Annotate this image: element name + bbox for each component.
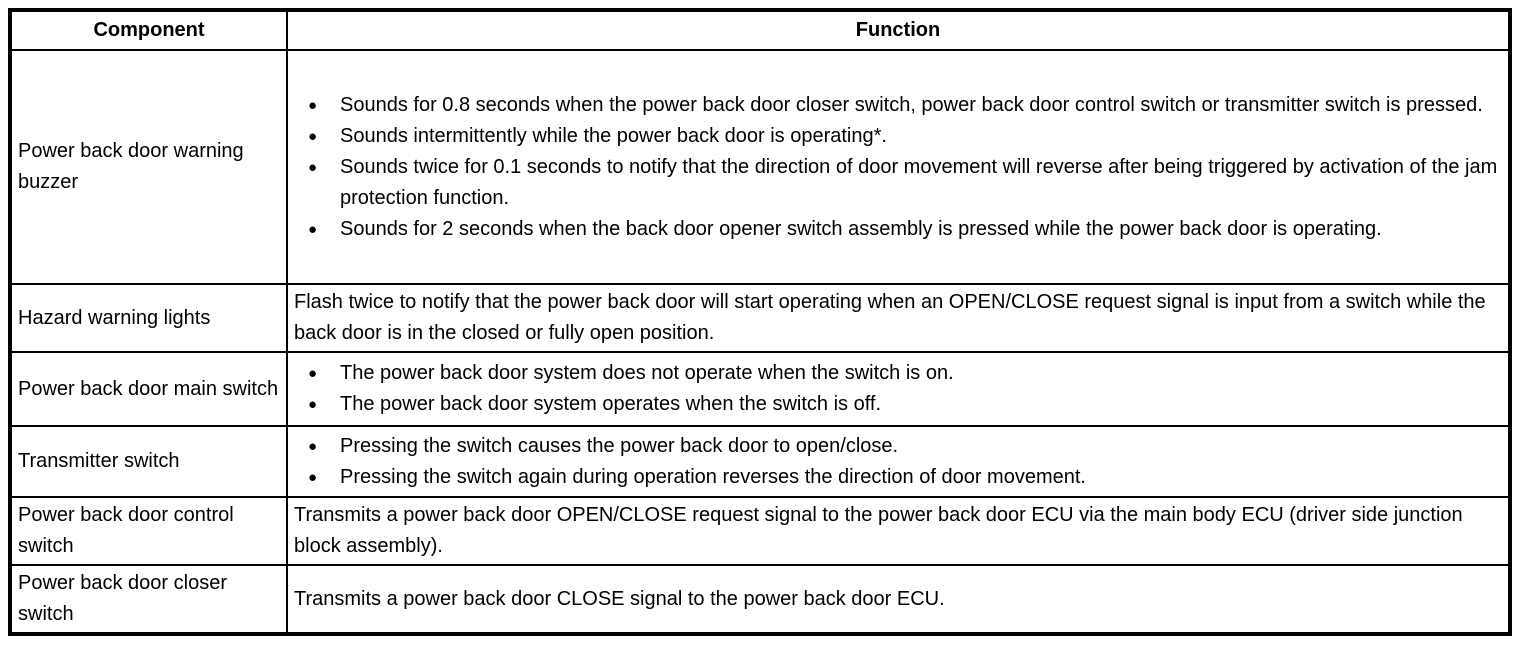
component-function-table: Component Function Power back door warni…: [8, 8, 1512, 636]
table-row: Power back door main switch ● The power ba…: [9, 351, 1511, 427]
function-bullet-item: ● Sounds for 0.8 seconds when the power b…: [294, 90, 1502, 121]
function-text: Flash twice to notify that the power bac…: [294, 291, 1486, 344]
table-row: Power back door warning buzzer ● Sounds fo…: [9, 49, 1511, 285]
component-label: Power back door main switch: [18, 377, 279, 400]
component-cell: Power back door warning buzzer: [9, 49, 288, 285]
function-column-header: Function: [286, 9, 1511, 51]
function-bullet-list: ● Sounds for 0.8 seconds when the power b…: [294, 90, 1502, 245]
component-label: Transmitter switch: [18, 450, 180, 472]
document-page: Component Function Power back door warni…: [8, 8, 1512, 636]
table-row: Transmitter switch ● Pressing the switch c…: [9, 425, 1511, 498]
component-cell: Hazard warning lights: [9, 283, 288, 353]
function-bullet-text: The power back door system operates when…: [340, 393, 882, 415]
function-bullet-text: Sounds twice for 0.1 seconds to notify t…: [340, 155, 1498, 209]
function-text: Transmits a power back door OPEN/CLOSE r…: [294, 504, 1463, 557]
bullet-icon: ●: [308, 220, 318, 238]
function-bullet-text: The power back door system does not oper…: [340, 362, 954, 384]
bullet-icon: ●: [308, 96, 318, 114]
bullet-icon: ●: [308, 396, 318, 413]
function-bullet-text: Pressing the switch again during operati…: [340, 465, 1086, 488]
bullet-icon: ●: [308, 468, 318, 486]
component-label: Power back door control switch: [18, 504, 234, 557]
bullet-icon: ●: [308, 127, 318, 145]
function-cell: ● Sounds for 0.8 seconds when the power b…: [286, 49, 1511, 285]
component-label: Power back door closer switch: [18, 572, 227, 625]
function-bullet-list: ● The power back door system does not ope…: [294, 358, 1502, 420]
function-cell: Transmits a power back door CLOSE signal…: [286, 564, 1511, 635]
table-row: Hazard warning lights Flash twice to noti…: [9, 283, 1511, 353]
function-bullet-item: ● Sounds intermittently while the power b…: [294, 121, 1502, 152]
function-bullet-text: Sounds for 2 seconds when the back door …: [340, 217, 1382, 240]
function-bullet-list: ● Pressing the switch causes the power ba…: [294, 431, 1502, 493]
function-bullet-item: ● Pressing the switch causes the power ba…: [294, 431, 1502, 462]
table-row: Power back door closer switch Transmits a…: [9, 564, 1511, 635]
function-bullet-item: ● Sounds twice for 0.1 seconds to notify …: [294, 152, 1502, 214]
header-row: Component Function: [9, 9, 1511, 51]
component-cell: Power back door control switch: [9, 496, 288, 566]
function-text: Transmits a power back door CLOSE signal…: [294, 587, 945, 610]
function-bullet-text: Pressing the switch causes the power bac…: [340, 434, 899, 457]
function-bullet-text: Sounds for 0.8 seconds when the power ba…: [340, 93, 1483, 116]
bullet-icon: ●: [308, 365, 318, 382]
component-column-header: Component: [9, 9, 288, 51]
function-bullet-item: ● Pressing the switch again during operat…: [294, 462, 1502, 493]
function-cell: Flash twice to notify that the power bac…: [286, 283, 1511, 353]
bullet-icon: ●: [308, 437, 318, 455]
component-cell: Power back door closer switch: [9, 564, 288, 635]
function-bullet-item: ● The power back door system operates whe…: [294, 389, 1502, 420]
component-cell: Transmitter switch: [9, 425, 288, 498]
component-label: Hazard warning lights: [18, 306, 211, 329]
function-cell: Transmits a power back door OPEN/CLOSE r…: [286, 496, 1511, 566]
function-bullet-item: ● The power back door system does not ope…: [294, 358, 1502, 389]
bullet-icon: ●: [308, 158, 318, 176]
table-row: Power back door control switch Transmits …: [9, 496, 1511, 566]
component-cell: Power back door main switch: [9, 351, 288, 427]
function-bullet-item: ● Sounds for 2 seconds when the back door…: [294, 214, 1502, 245]
function-cell: ● The power back door system does not ope…: [286, 351, 1511, 427]
function-bullet-text: Sounds intermittently while the power ba…: [340, 124, 887, 147]
function-cell: ● Pressing the switch causes the power ba…: [286, 425, 1511, 498]
component-label: Power back door warning buzzer: [18, 140, 244, 193]
